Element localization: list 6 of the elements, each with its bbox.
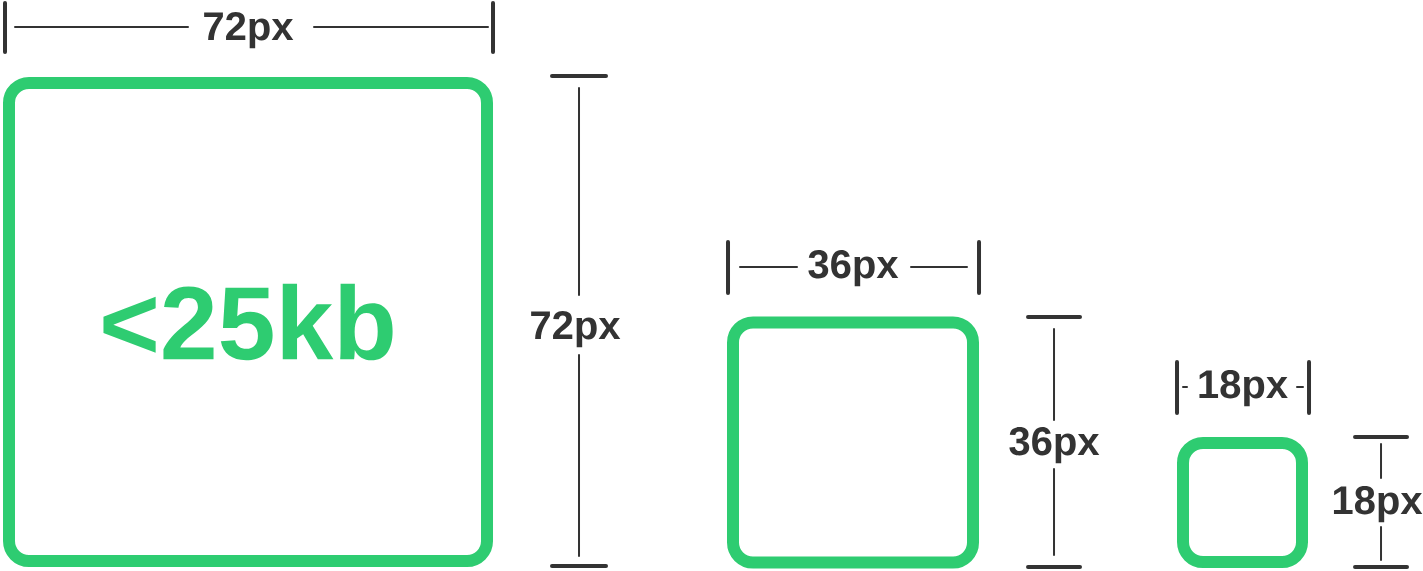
dimension-label: 72px (531, 311, 621, 348)
dimension-label: 18px (1199, 370, 1288, 407)
dimension-label: 36px (1009, 427, 1100, 464)
rounded-square: <25kb (3, 77, 493, 567)
rounded-square (1177, 437, 1308, 568)
rounded-square (727, 316, 979, 569)
